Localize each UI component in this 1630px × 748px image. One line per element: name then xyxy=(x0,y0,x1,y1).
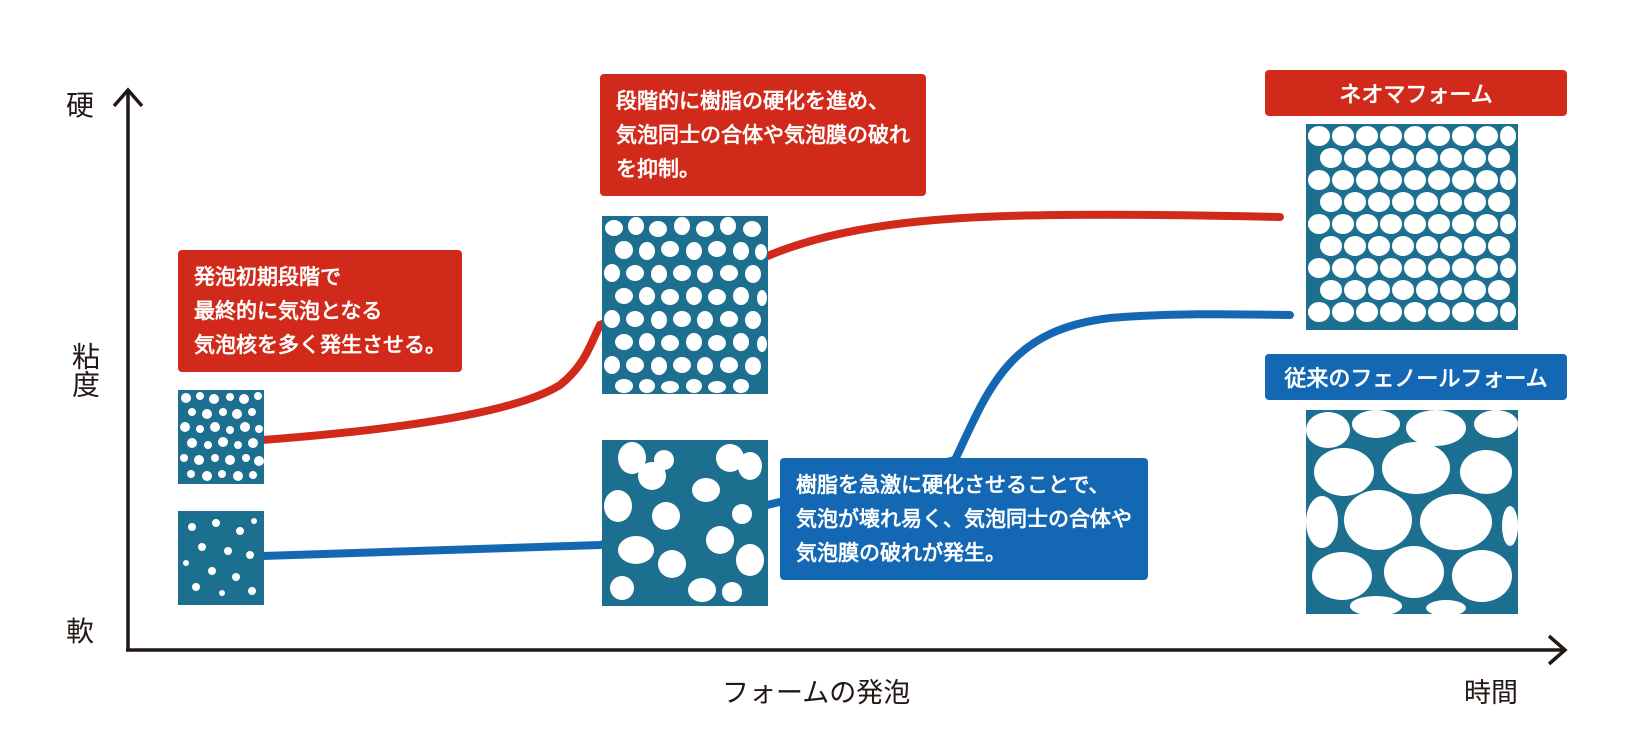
y-axis-label-hard: 硬 xyxy=(65,89,94,122)
callout-rapid-hardening: 樹脂を急激に硬化させることで、 気泡が壊れ易く、気泡同士の合体や 気泡膜の破れが… xyxy=(780,458,1148,580)
callout-rapid-line-1: 樹脂を急激に硬化させることで、 xyxy=(796,473,1110,497)
x-axis-end-label: 時間 xyxy=(1464,678,1518,709)
callout-gradual-hardening: 段階的に樹脂の硬化を進め、 気泡同士の合体や気泡膜の破れ を抑制。 xyxy=(600,74,926,196)
y-axis-label-viscosity: 粘度 xyxy=(68,342,101,398)
callout-rapid-line-2: 気泡が壊れ易く、気泡同士の合体や xyxy=(796,507,1132,531)
y-axis-arrowhead xyxy=(112,87,144,108)
y-axis-label-soft: 軟 xyxy=(65,615,94,648)
callout-gradual-line-3: を抑制。 xyxy=(616,157,700,181)
foam-sample-conventional-middle xyxy=(602,440,768,606)
neoma-viscosity-curve xyxy=(258,210,1284,444)
foam-sample-neoma-initial xyxy=(178,390,264,484)
callout-gradual-line-2: 気泡同士の合体や気泡膜の破れ xyxy=(616,123,910,147)
foam-sample-conventional-initial xyxy=(178,511,264,605)
foam-sample-neoma-middle xyxy=(602,216,768,394)
foam-sample-neoma-final xyxy=(1306,124,1518,330)
callout-initial-line-1: 発泡初期段階で xyxy=(194,265,341,289)
foam-sample-conventional-final xyxy=(1306,410,1518,614)
callout-rapid-line-3: 気泡膜の破れが発生。 xyxy=(796,541,1006,565)
x-axis-label: フォームの発泡 xyxy=(722,678,911,709)
tag-neoma-foam: ネオマフォーム xyxy=(1265,70,1567,116)
callout-initial-stage: 発泡初期段階で 最終的に気泡となる 気泡核を多く発生させる。 xyxy=(178,250,462,372)
callout-initial-line-3: 気泡核を多く発生させる。 xyxy=(194,333,446,357)
x-axis-arrowhead xyxy=(1547,634,1568,666)
callout-gradual-line-1: 段階的に樹脂の硬化を進め、 xyxy=(616,89,889,113)
tag-conventional-phenolic-foam: 従来のフェノールフォーム xyxy=(1265,354,1567,400)
conventional-viscosity-curve xyxy=(258,310,1294,560)
callout-initial-line-2: 最終的に気泡となる xyxy=(194,299,383,323)
